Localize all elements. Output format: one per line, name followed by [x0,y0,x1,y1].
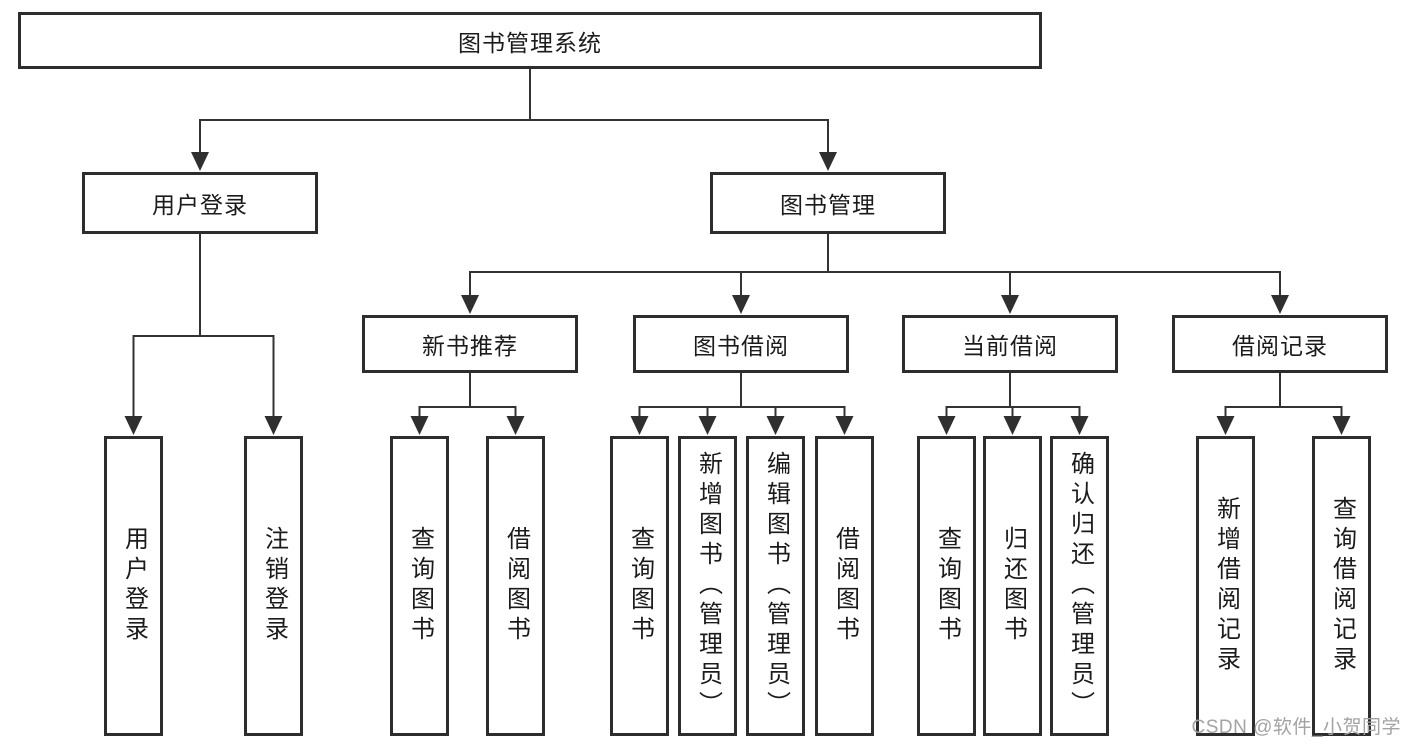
arrowhead [461,295,479,314]
node-label: 新书推荐 [422,333,518,359]
arrowhead [1070,416,1089,435]
arrow-stems [132,120,1343,420]
node-leaf-add-borrow-record: 新增借阅记录 [1196,436,1255,736]
node-new-book-recommendation: 新书推荐 [362,315,578,373]
node-label: 借阅记录 [1232,333,1328,359]
node-leaf-query-books-recommend: 查询图书 [390,436,449,736]
connector-trunks [132,69,1343,408]
arrowhead [819,152,837,171]
node-label: 编辑图书（管理员） [762,451,790,721]
node-leaf-return-books: 归还图书 [983,436,1042,736]
node-label: 查询图书 [626,526,654,646]
arrowhead [1332,416,1351,435]
node-leaf-query-borrow-record: 查询借阅记录 [1312,436,1371,736]
arrowhead [766,416,785,435]
arrowhead [264,416,283,435]
node-current-borrowing: 当前借阅 [902,315,1118,373]
arrowhead [410,416,429,435]
arrowhead [124,416,143,435]
arrowhead [732,295,750,314]
node-leaf-logout: 注销登录 [244,436,303,736]
node-borrowing-records: 借阅记录 [1172,315,1388,373]
node-leaf-borrow-books: 借阅图书 [815,436,874,736]
node-label: 图书管理系统 [458,29,602,56]
node-leaf-add-books-admin: 新增图书（管理员） [678,436,737,736]
node-label: 查询图书 [933,526,961,646]
node-leaf-query-books-current: 查询图书 [917,436,976,736]
node-label: 注销登录 [260,526,288,646]
node-label: 图书管理 [780,192,876,218]
arrowhead [1001,295,1019,314]
node-book-management-module: 图书管理 [710,172,946,234]
node-label: 归还图书 [999,526,1027,646]
node-book-borrowing: 图书借阅 [633,315,849,373]
node-leaf-query-books: 查询图书 [610,436,669,736]
arrowhead [1003,416,1022,435]
arrowheads [124,152,1351,435]
arrowhead [835,416,854,435]
arrowhead [698,416,717,435]
node-leaf-confirm-return-admin: 确认归还（管理员） [1050,436,1109,736]
node-label: 当前借阅 [962,333,1058,359]
node-leaf-borrow-books-recommend: 借阅图书 [486,436,545,736]
arrowhead [937,416,956,435]
csdn-watermark: CSDN @软件_小贺同学 [1191,717,1401,738]
arrowhead [1216,416,1235,435]
node-label: 确认归还（管理员） [1066,451,1094,721]
node-label: 新增借阅记录 [1212,496,1240,676]
node-library-management-system: 图书管理系统 [18,12,1042,69]
node-label: 查询借阅记录 [1328,496,1356,676]
node-label: 借阅图书 [502,526,530,646]
node-leaf-user-login: 用户登录 [104,436,163,736]
node-label: 用户登录 [152,192,248,218]
node-label: 查询图书 [406,526,434,646]
node-user-login-module: 用户登录 [82,172,318,234]
arrowhead [630,416,649,435]
arrowhead [1271,295,1289,314]
arrowhead [506,416,525,435]
node-label: 借阅图书 [831,526,859,646]
node-leaf-edit-books-admin: 编辑图书（管理员） [746,436,805,736]
arrowhead [191,152,209,171]
node-label: 用户登录 [120,526,148,646]
node-label: 图书借阅 [693,333,789,359]
node-label: 新增图书（管理员） [694,451,722,721]
